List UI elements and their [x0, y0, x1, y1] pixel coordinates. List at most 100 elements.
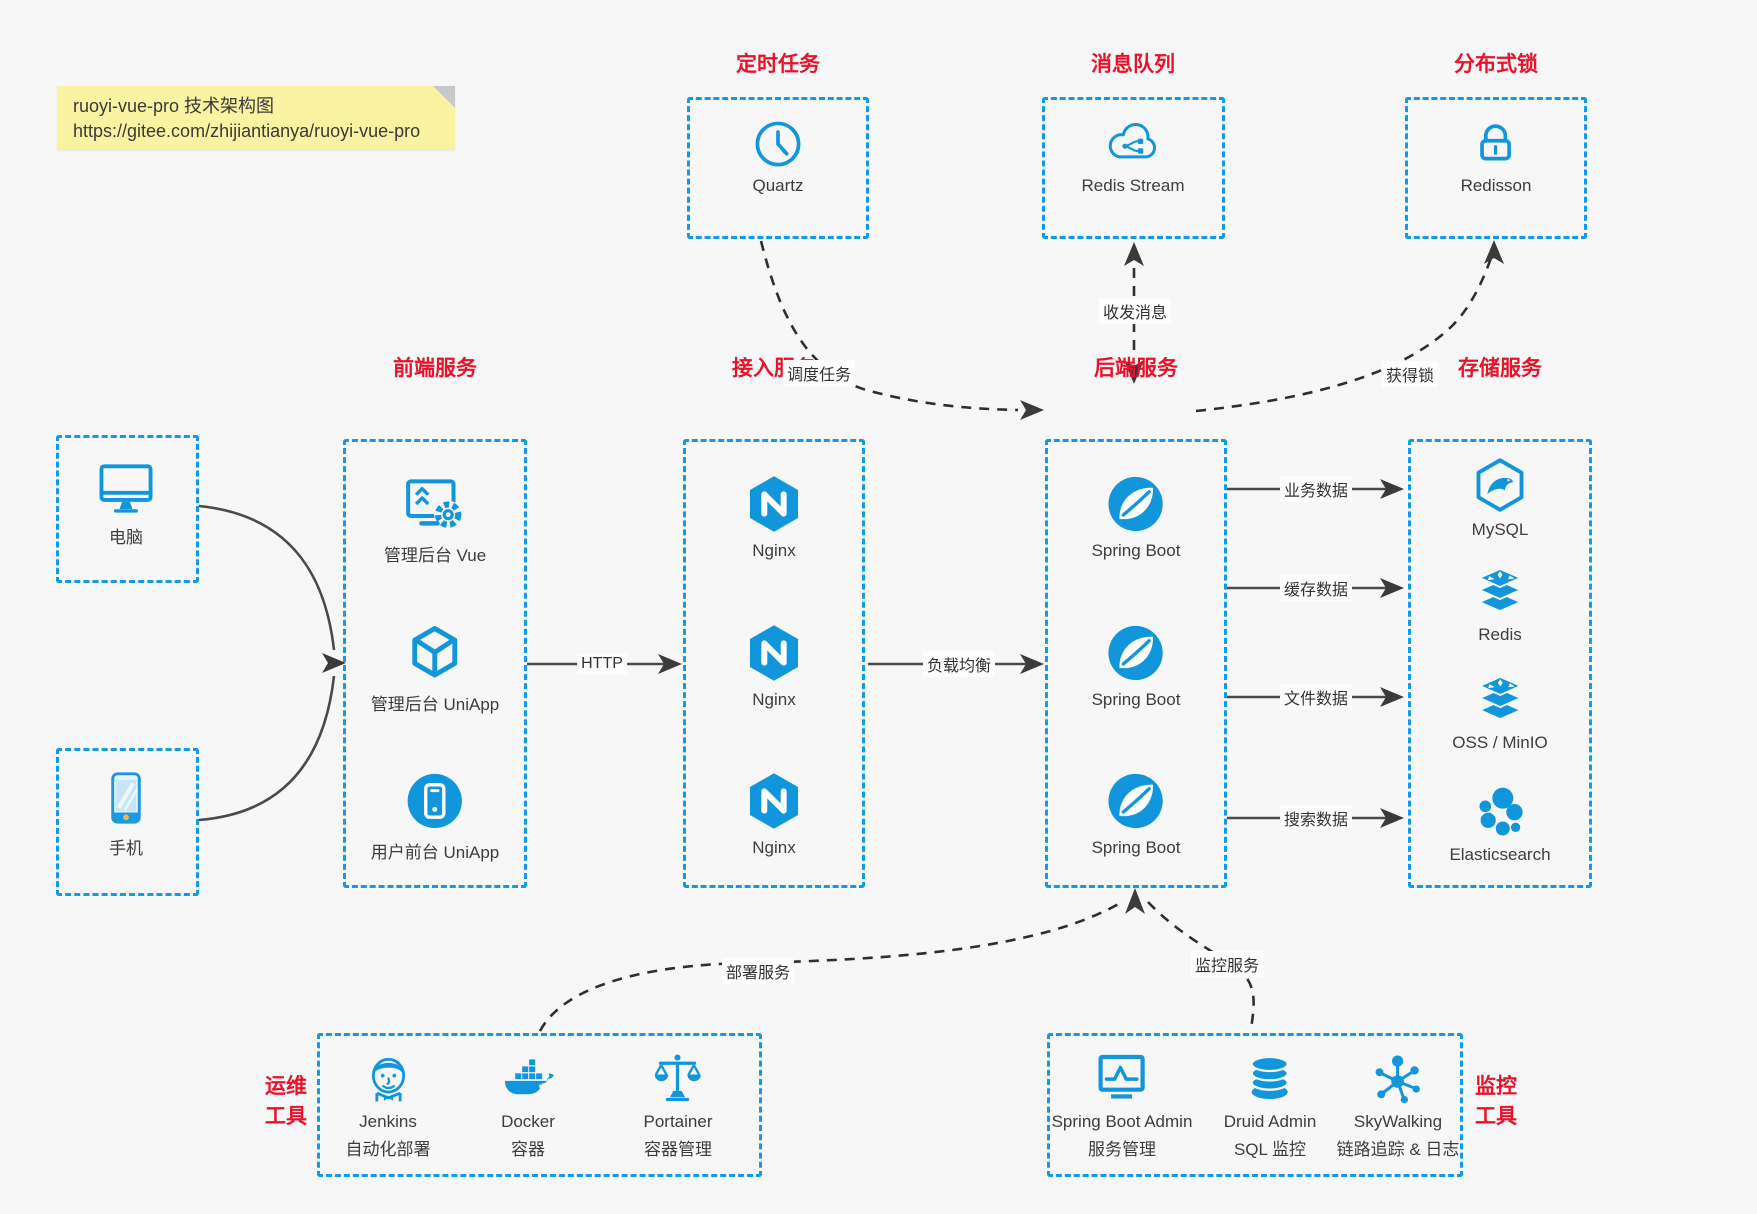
uniapp-cube-icon: [412, 626, 458, 678]
node-name: Portainer: [643, 1112, 713, 1131]
lock-icon: [1480, 124, 1512, 161]
node-name: Docker: [501, 1112, 555, 1131]
nginx-icon: [749, 625, 799, 681]
box-redis-stream: [1042, 97, 1225, 239]
node-label: Redisson: [1460, 176, 1532, 195]
monitor-pulse-icon: [1098, 1054, 1146, 1099]
node-jenkins: Jenkins 自动化部署: [346, 1050, 431, 1160]
node-label: 管理后台 Vue: [383, 546, 487, 565]
node-redis-stream: Redis Stream: [1081, 118, 1185, 196]
stream-cloud-icon: [1109, 123, 1157, 159]
node-name: Jenkins: [359, 1112, 417, 1131]
side-label-ops-tools: 运维 工具: [265, 1072, 307, 1132]
node-desc: 容器: [511, 1140, 545, 1159]
node-label: OSS / MinIO: [1452, 733, 1548, 752]
node-desktop: 电脑: [95, 457, 157, 548]
group-title-message-queue: 消息队列: [1091, 53, 1175, 76]
edge-desktop-to-frontend: [198, 504, 336, 651]
jenkins-icon: [371, 1057, 405, 1102]
node-elasticsearch: Elasticsearch: [1449, 783, 1551, 865]
node-springboot-3: Spring Boot: [1092, 770, 1180, 858]
node-springboot-2: Spring Boot: [1091, 622, 1181, 710]
node-label: Redis: [1478, 625, 1522, 644]
node-druid-admin: Druid Admin SQL 监控: [1223, 1050, 1317, 1160]
node-label: Spring Boot: [1091, 690, 1181, 709]
side-label-line: 工具: [1475, 1105, 1517, 1128]
node-label: Nginx: [752, 541, 796, 560]
admin-vue-icon: [406, 479, 463, 529]
side-label-monitor-tools: 监控 工具: [1475, 1072, 1517, 1132]
box-mobile-client: [56, 748, 199, 896]
node-name: Druid Admin: [1223, 1112, 1317, 1131]
node-redisson: Redisson: [1460, 118, 1532, 196]
node-label: Elasticsearch: [1449, 845, 1551, 864]
mysql-icon: [1476, 458, 1524, 512]
edge-label-monitor: 监控服务: [1190, 951, 1264, 977]
docker-icon: [504, 1059, 554, 1095]
box-quartz: [687, 97, 869, 239]
edge-label-deploy: 部署服务: [721, 958, 795, 984]
nginx-icon: [749, 476, 799, 532]
node-name: Spring Boot Admin: [1051, 1112, 1193, 1131]
node-label: 电脑: [109, 528, 143, 547]
node-label: Nginx: [752, 838, 796, 857]
edge-label-schedule: 调度任务: [782, 360, 856, 386]
edge-label-file-data: 文件数据: [1279, 684, 1353, 710]
column-title-frontend: 前端服务: [393, 357, 477, 380]
node-desc: 自动化部署: [345, 1140, 431, 1159]
node-springboot-1: Spring Boot: [1092, 473, 1180, 561]
edge-lock: [1195, 257, 1493, 413]
node-springboot-admin: Spring Boot Admin 服务管理: [1051, 1050, 1193, 1160]
portainer-icon: [655, 1054, 702, 1102]
spring-icon: [1108, 476, 1164, 532]
database-icon: [1250, 1055, 1290, 1099]
box-gateway-services: [683, 439, 865, 888]
elasticsearch-icon: [1478, 787, 1523, 836]
smartphone-icon: [111, 772, 141, 824]
node-quartz: Quartz: [752, 118, 804, 196]
edge-label-lock: 获得锁: [1381, 361, 1439, 387]
node-label: 用户前台 UniApp: [370, 843, 500, 862]
node-label: MySQL: [1471, 520, 1529, 539]
edge-label-http: HTTP: [577, 654, 627, 674]
node-name: SkyWalking: [1353, 1112, 1443, 1131]
node-admin-uniapp: 管理后台 UniApp: [371, 622, 499, 715]
note-title: ruoyi-vue-pro 技术架构图: [73, 96, 275, 116]
edge-phone-to-frontend: [198, 675, 336, 822]
column-title-backend: 后端服务: [1094, 357, 1178, 380]
side-label-line: 运维: [265, 1075, 307, 1098]
node-oss-minio: OSS / MinIO: [1452, 669, 1548, 753]
edge-label-load-balance: 负载均衡: [922, 651, 996, 677]
box-ops-tools: [317, 1033, 762, 1177]
object-storage-icon: [1477, 675, 1523, 721]
node-skywalking: SkyWalking 链路追踪 & 日志: [1337, 1050, 1459, 1160]
spring-icon: [1108, 773, 1164, 829]
box-backend-services: [1045, 439, 1227, 888]
node-portainer: Portainer 容器管理: [643, 1050, 713, 1160]
box-storage-services: [1408, 439, 1592, 888]
node-label: 手机: [109, 839, 143, 858]
edge-label-search-data: 搜索数据: [1279, 805, 1353, 831]
node-label: Nginx: [752, 690, 796, 709]
node-docker: Docker 容器: [499, 1050, 557, 1160]
clock-icon: [755, 121, 801, 167]
spring-icon: [1108, 625, 1164, 681]
group-title-scheduled-tasks: 定时任务: [736, 53, 820, 76]
edge-label-business-data: 业务数据: [1279, 476, 1353, 502]
edge-label-message: 收发消息: [1098, 298, 1172, 324]
node-desc: 容器管理: [643, 1140, 712, 1159]
folded-corner: [433, 86, 455, 108]
node-user-uniapp: 用户前台 UniApp: [371, 770, 499, 863]
user-app-icon: [407, 773, 463, 829]
node-nginx-1: Nginx: [743, 473, 805, 561]
node-label: Redis Stream: [1081, 176, 1185, 195]
sticky-note: ruoyi-vue-pro 技术架构图 https://gitee.com/zh…: [57, 86, 455, 150]
edge-deploy: [538, 900, 1123, 1032]
node-mysql: MySQL: [1471, 456, 1529, 540]
box-desktop-client: [56, 435, 199, 583]
node-redis: Redis: [1471, 561, 1529, 645]
node-nginx-2: Nginx: [743, 622, 805, 710]
side-label-line: 工具: [265, 1105, 307, 1128]
node-admin-vue: 管理后台 Vue: [384, 473, 486, 566]
